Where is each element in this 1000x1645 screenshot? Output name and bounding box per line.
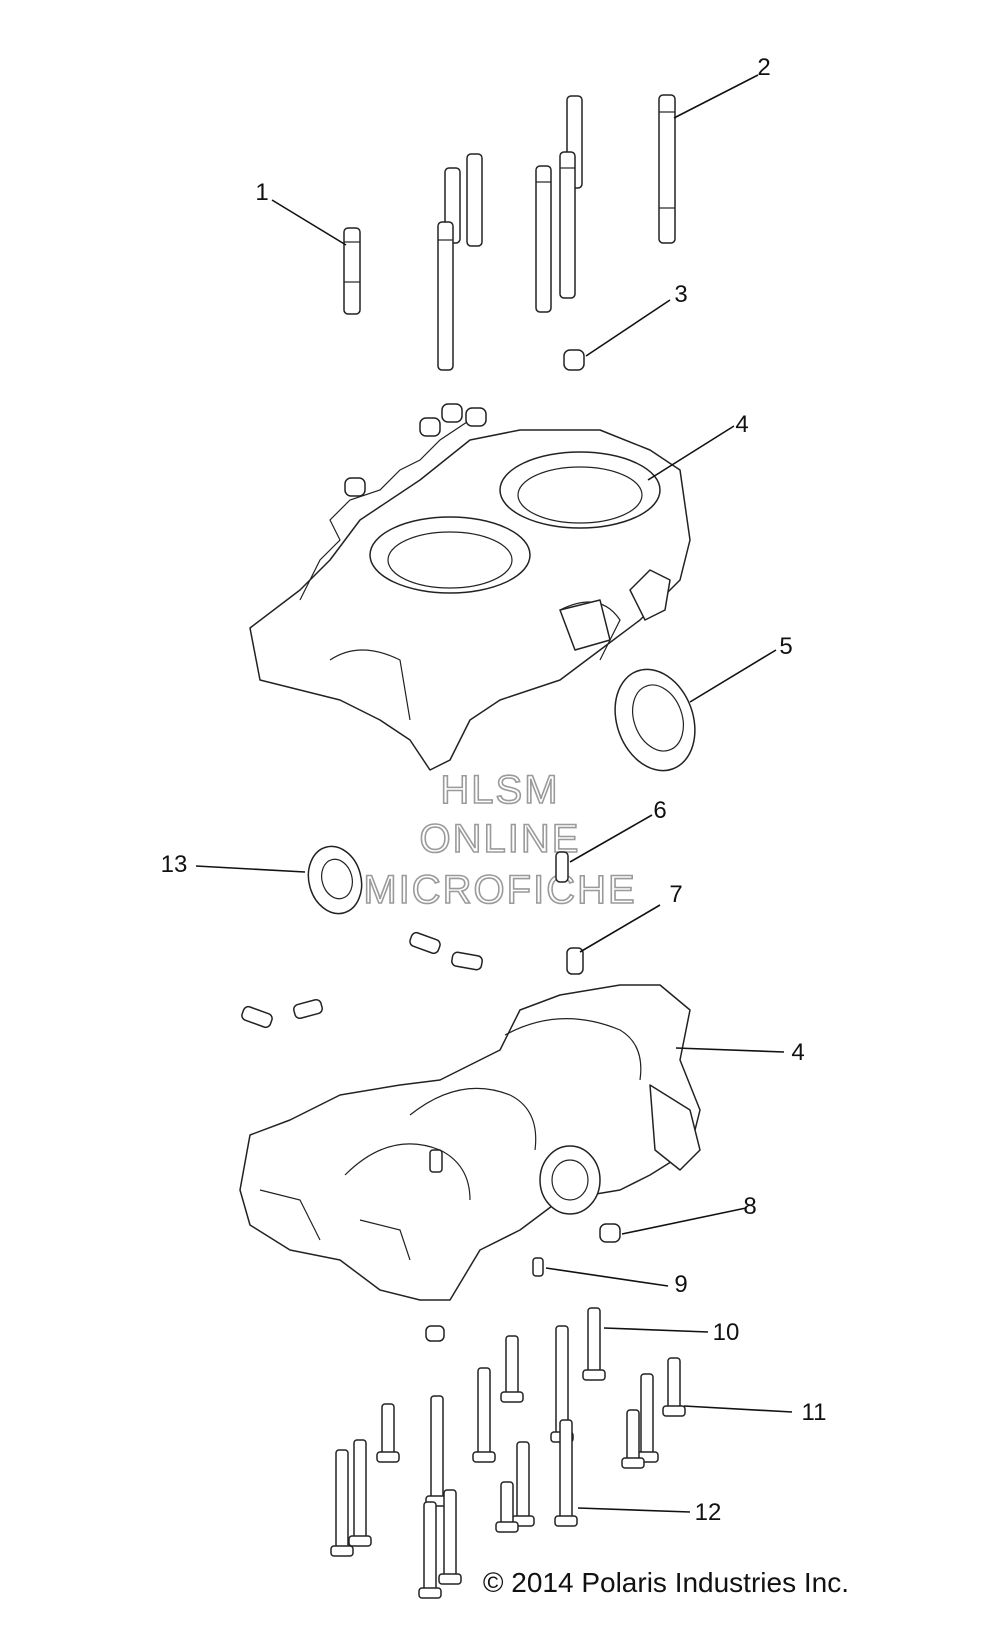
- bolt: [418, 1501, 442, 1599]
- bolt: [330, 1449, 354, 1557]
- dowel: [563, 349, 585, 371]
- callout-4-upper: 4: [735, 411, 748, 438]
- callouts: 1 2 3 4 5 6 7 4 8 9 10 11 12 13: [161, 54, 827, 1526]
- leader-lines: [195, 74, 793, 1513]
- bolt: [511, 1441, 535, 1527]
- crankcase-lower: [239, 984, 701, 1301]
- copyright-notice: © 2014 Polaris Industries Inc.: [483, 1567, 849, 1598]
- studs-group: [343, 94, 676, 371]
- fittings: [241, 931, 483, 1029]
- stud: [437, 221, 454, 371]
- callout-4-lower: 4: [791, 1039, 804, 1066]
- bolt: [554, 1419, 578, 1527]
- bolts-group: [330, 1307, 686, 1599]
- bolt: [472, 1367, 496, 1463]
- bolt: [582, 1307, 606, 1381]
- watermark-line2: ONLINE: [420, 817, 581, 861]
- stud: [559, 151, 576, 299]
- watermark-line1: HLSM: [440, 768, 559, 812]
- callout-8: 8: [743, 1193, 756, 1220]
- stud: [466, 153, 483, 247]
- stud-long: [658, 94, 676, 244]
- callout-3: 3: [674, 281, 687, 308]
- plug: [599, 1223, 621, 1243]
- crankcase-upper: [249, 403, 691, 771]
- seal-small: [307, 845, 363, 915]
- bolt: [438, 1489, 462, 1585]
- stud-short: [343, 227, 361, 315]
- callout-11: 11: [802, 1399, 827, 1426]
- callout-10: 10: [713, 1319, 740, 1346]
- callout-7: 7: [669, 881, 682, 908]
- seal-large: [614, 668, 696, 772]
- bolt: [376, 1403, 400, 1463]
- bolt: [425, 1395, 449, 1507]
- callout-9: 9: [674, 1271, 687, 1298]
- bolt: [662, 1357, 686, 1417]
- watermark: HLSM ONLINE MICROFICHE: [363, 767, 636, 913]
- plug: [425, 1325, 445, 1342]
- bolt: [348, 1439, 372, 1547]
- bolt: [635, 1373, 659, 1463]
- callout-5: 5: [779, 633, 792, 660]
- dowel: [566, 947, 584, 975]
- callout-2: 2: [757, 54, 770, 81]
- stud: [535, 165, 552, 313]
- callout-13: 13: [161, 851, 188, 878]
- small-screw: [532, 1257, 544, 1277]
- pin: [555, 851, 569, 883]
- bolt: [621, 1409, 645, 1469]
- watermark-line3: MICROFICHE: [363, 868, 636, 912]
- callout-6: 6: [653, 797, 666, 824]
- callout-1: 1: [255, 179, 268, 206]
- callout-12: 12: [695, 1499, 722, 1526]
- bolt: [500, 1335, 524, 1403]
- bolt: [495, 1481, 519, 1533]
